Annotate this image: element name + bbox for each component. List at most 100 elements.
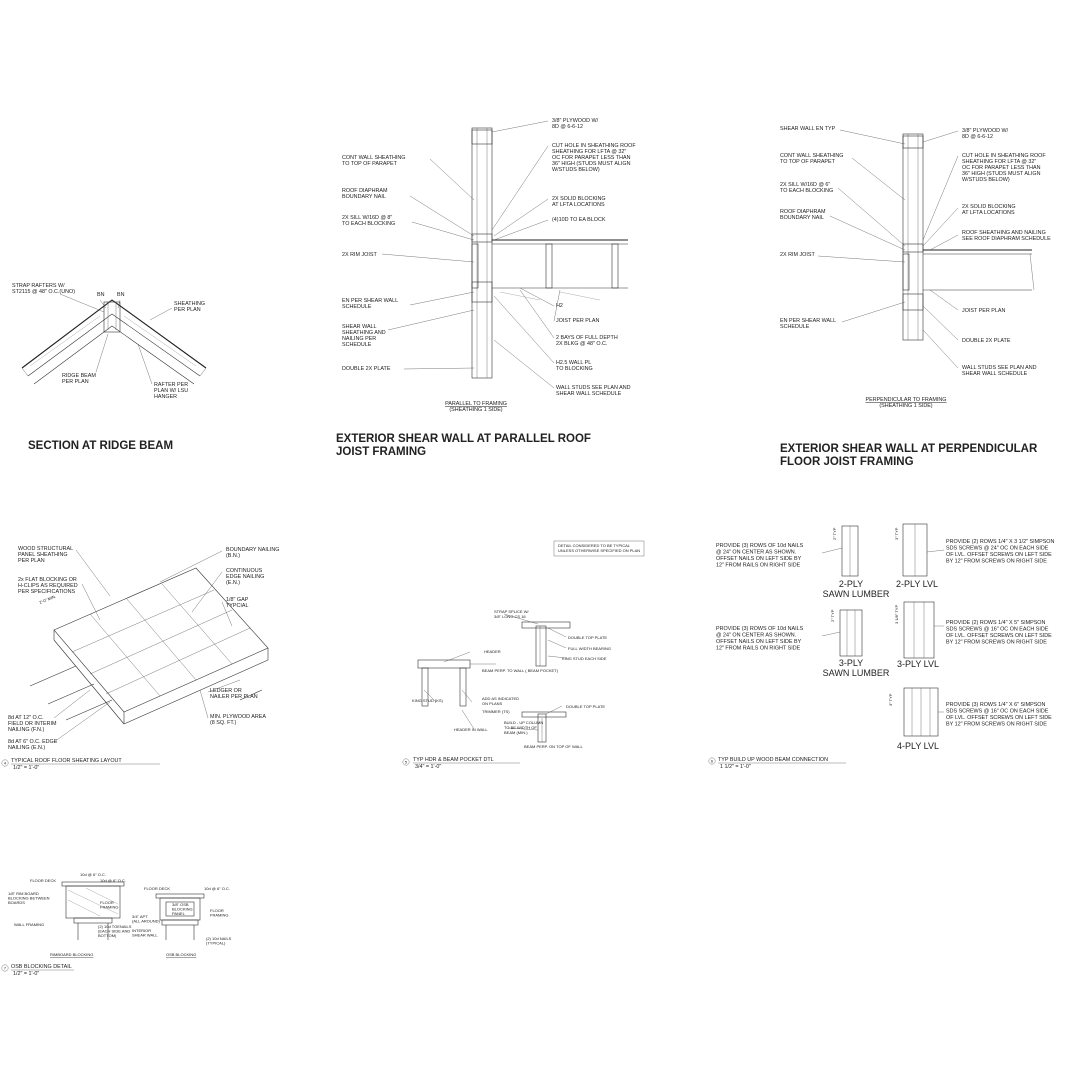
hdr-label-header-wall: HEADER IN WALL — [454, 727, 488, 732]
buildup-notes-left: PROVIDE (3) ROWS OF 10d NAILS@ 24" ON CE… — [716, 543, 804, 652]
parallel-label-10d: (4)10D TO EA BLOCK — [552, 217, 606, 223]
buildup-beam-detail: 2" TYP 3" TYP 2" TYP 3 1/8" TYP 3" TYP P… — [708, 523, 1054, 770]
buildup-members-drawing — [839, 523, 939, 737]
ridge-bn-label-right: BN — [117, 292, 125, 298]
sheathing-detail-number: 4 — [4, 761, 7, 766]
hdr-label-double-top: DOUBLE TOP PLATE — [568, 635, 607, 640]
buildup-note-2ply-sawn: PROVIDE (3) ROWS OF 10d NAILS@ 24" ON CE… — [716, 543, 804, 569]
parallel-label-plywood: 3/8" PLYWOOD W/8D @ 6-6-12 — [552, 118, 599, 130]
buildup-member-4ply-lvl: 4-PLY LVL — [897, 741, 939, 751]
hdr-label-king-stud: KING STUD (KS) — [412, 698, 444, 703]
buildup-note-3ply-sawn: PROVIDE (3) ROWS OF 10d NAILS@ 24" ON CE… — [716, 626, 804, 652]
parallel-label-rim: 2X RIM JOIST — [342, 252, 377, 258]
perp-label-joist: JOIST PER PLAN — [962, 308, 1005, 314]
sheathing-leaders — [53, 549, 241, 743]
hdr-label-beam-pocket: BEAM PERP. TO WALL ( BEAM POCKET) — [482, 668, 559, 673]
perpendicular-wall-drawing — [902, 133, 1035, 341]
buildup-leaders — [821, 547, 945, 713]
parallel-wall-drawing — [471, 127, 628, 379]
ridge-leaders — [59, 293, 173, 385]
parallel-caption: PARALLEL TO FRAMING(SHEATHING 1 SIDE) — [445, 401, 507, 413]
hdr-label-strap: STRAP SPLICE W/3/8" LONG CS 16 — [494, 609, 529, 619]
osb-blocking-detail: FLOOR DECK 10d @ 6" O.C. 10d @ 6" O.C. 1… — [1, 872, 232, 977]
hdr-label-double-top-2: DOUBLE TOP PLATE — [566, 704, 605, 709]
buildup-detail-title: TYP BUILD UP WOOD BEAM CONNECTION — [718, 757, 828, 763]
hdr-label-full-bearing: FULL WIDTH BEARING — [568, 646, 611, 651]
ridge-roof-drawing — [21, 299, 207, 385]
hdr-title-block: 5 TYP HDR & BEAM POCKET DTL 3/4" = 1'-0" — [402, 757, 520, 770]
osb-r-floor-deck: FLOOR DECK — [144, 886, 170, 891]
buildup-member-3ply-lvl: 3-PLY LVL — [897, 659, 939, 669]
ridge-strap-label: STRAP RAFTERS W/ST2115 @ 48" O.C.(UNO) — [12, 283, 75, 295]
sheathing-panels-drawing — [29, 567, 269, 725]
osb-l-floor-deck: FLOOR DECK — [30, 878, 56, 883]
perpendicular-leaders — [817, 129, 959, 369]
osb-r-nails: (2) 10d NAILS(TYPICAL) — [206, 936, 232, 946]
hdr-leaders — [423, 613, 567, 731]
hdr-labels: STRAP SPLICE W/3/8" LONG CS 16 DOUBLE TO… — [412, 609, 611, 749]
ridge-title: SECTION AT RIDGE BEAM — [28, 440, 173, 452]
parallel-label-sill: 2X SILL W/16D @ 8"TO EACH BLOCKING — [342, 215, 395, 227]
perpendicular-caption: PERPENDICULAR TO FRAMING(SHEATHING 1 SID… — [866, 397, 947, 409]
parallel-right-labels: 3/8" PLYWOOD W/8D @ 6-6-12 CUT HOLE IN S… — [552, 118, 636, 397]
osb-l-10d-a: 10d @ 6" O.C. — [80, 872, 106, 877]
parallel-label-h2: H2 — [556, 303, 563, 309]
sheathing-dim-label: 2'-0" MIN. — [39, 594, 57, 605]
parallel-leaders — [381, 120, 561, 389]
ridge-bn-label-left: BN — [97, 292, 105, 298]
hdr-label-beam-top: BEAM PERP. ON TOP OF WALL — [524, 744, 583, 749]
buildup-detail-number: 6 — [711, 759, 714, 764]
osb-detail-scale: 1/2" = 1'-0" — [13, 971, 39, 977]
buildup-member-2ply-lvl: 2-PLY LVL — [896, 579, 938, 589]
osb-left-sub: RIMBOARD BLOCKING — [50, 952, 93, 957]
buildup-dim-3: 2" TYP — [830, 609, 835, 622]
sheathing-label-bn: BOUNDARY NAILING(B.N.) — [226, 547, 279, 559]
osb-r-10d: 10d @ 6" O.C. — [204, 886, 230, 891]
hdr-label-king-each: KING STUD EACH SIDE — [562, 656, 607, 661]
hdr-drawing — [417, 621, 571, 743]
sheathing-detail-scale: 1/2" = 1'-0" — [13, 765, 39, 771]
osb-left-labels: FLOOR DECK 10d @ 6" O.C. 10d @ 6" O.C. 1… — [8, 872, 132, 957]
osb-r-apt: 3/4" APT(ALL AROUND) — [132, 914, 161, 924]
osb-right-sub: OSB BLOCKING — [166, 952, 196, 957]
